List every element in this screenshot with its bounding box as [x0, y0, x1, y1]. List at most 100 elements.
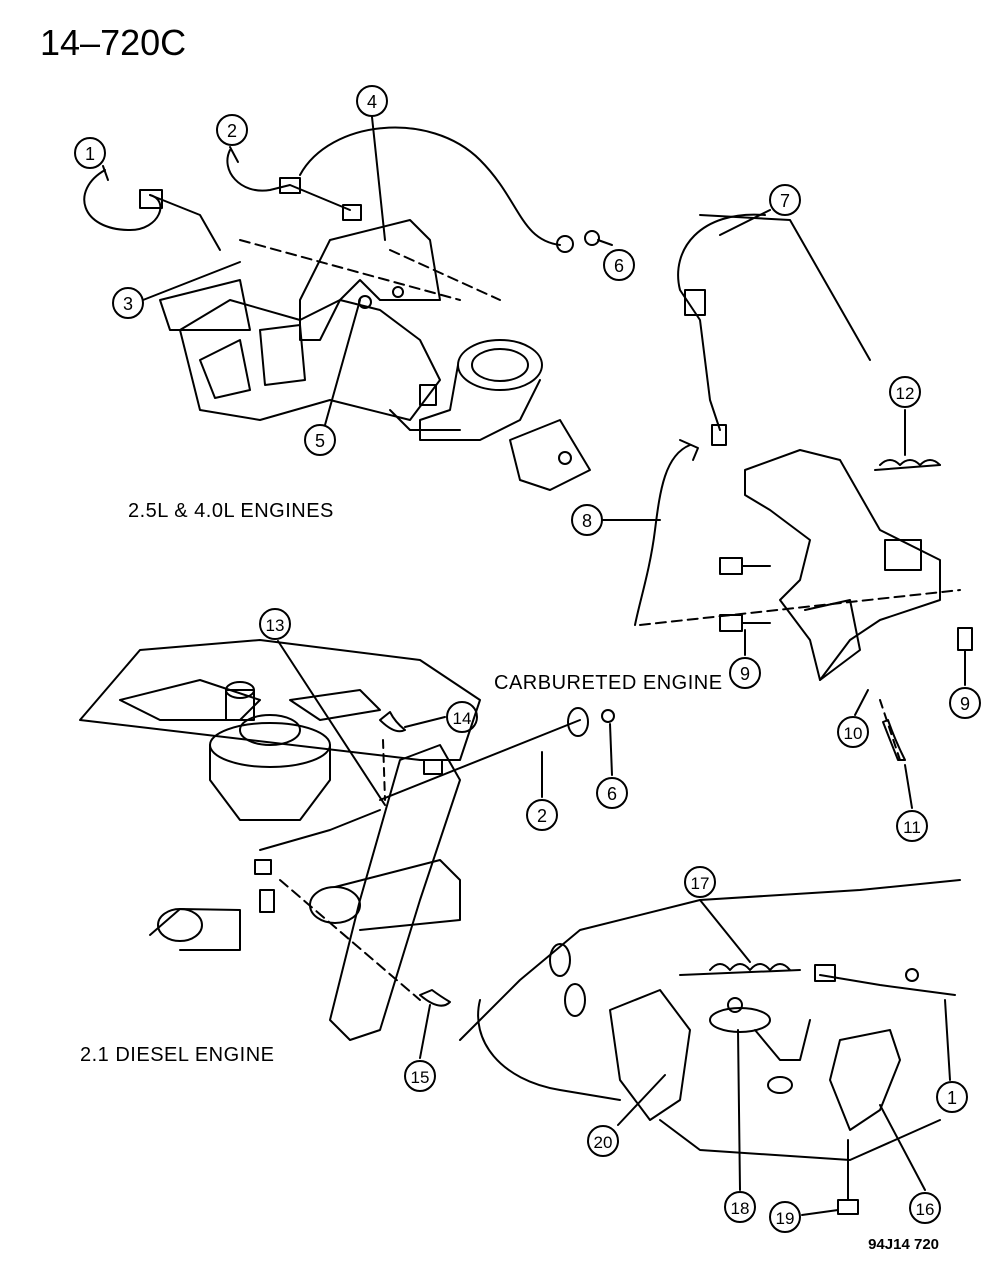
bolt-19: [837, 1199, 859, 1215]
callout-2: 2: [216, 114, 248, 146]
svg-text:12: 12: [896, 384, 915, 403]
cable-connector: [342, 204, 362, 221]
svg-text:9: 9: [740, 664, 750, 684]
leader-19: [801, 1209, 839, 1216]
housing-port: [549, 943, 571, 977]
leader-20: [617, 1074, 666, 1126]
svg-text:6: 6: [614, 256, 624, 276]
spring-17: [709, 963, 791, 971]
leader-17: [699, 899, 751, 963]
svg-text:14: 14: [453, 709, 472, 728]
engine-port: [259, 324, 306, 386]
routing-line: [389, 249, 501, 301]
cable-bracket: [299, 219, 441, 341]
linkage-part: [254, 859, 272, 875]
bolt-9: [957, 627, 973, 651]
cable-connector: [139, 189, 163, 209]
bracket-slot: [884, 539, 922, 571]
svg-text:20: 20: [594, 1133, 613, 1152]
cable-nut: [905, 968, 919, 982]
svg-text:6: 6: [607, 784, 617, 804]
leader-18: [737, 1029, 741, 1191]
leader-3: [142, 261, 241, 301]
spring-hooks: [679, 969, 801, 976]
callout-10: 10: [837, 716, 869, 748]
pump-body: [209, 744, 331, 821]
housing-bottom: [659, 1119, 941, 1161]
engine-rib: [289, 689, 381, 721]
svg-text:13: 13: [266, 616, 285, 635]
leader-14: [404, 716, 446, 728]
routing-line: [879, 699, 901, 761]
leader-1: [102, 165, 109, 181]
bracket-16: [829, 1029, 901, 1131]
gas-engine-assembly: [83, 116, 613, 491]
callout-14: 14: [446, 701, 478, 733]
callout-13: 13: [259, 608, 291, 640]
label-carbureted-engine: CARBURETED ENGINE: [494, 672, 723, 694]
svg-text:18: 18: [731, 1199, 750, 1218]
svg-text:2: 2: [537, 806, 547, 826]
leader-1-bottom: [944, 999, 951, 1081]
svg-text:16: 16: [916, 1200, 935, 1219]
callout-15: 15: [404, 1060, 436, 1092]
lever-arm: [754, 1019, 811, 1061]
rod-end: [679, 439, 699, 461]
bracket-bolt: [392, 286, 404, 298]
cable-1: [83, 169, 162, 231]
leader-16: [879, 1104, 926, 1191]
cable-end-fitting: [556, 235, 574, 253]
svg-text:5: 5: [315, 431, 325, 451]
cap-body: [225, 689, 255, 721]
bolt-9: [719, 557, 743, 575]
cylinder-body: [149, 908, 241, 951]
leader-6: [597, 239, 613, 246]
callout-8: 8: [571, 504, 603, 536]
housing-curve: [477, 999, 621, 1101]
carbureted-assembly: [602, 209, 973, 809]
cable-2: [226, 149, 351, 211]
clip-15: [419, 989, 451, 1007]
engine-detail: [509, 419, 591, 491]
leader-10: [854, 689, 869, 716]
callout-1-bottom: 1: [936, 1081, 968, 1113]
callout-12: 12: [889, 376, 921, 408]
diesel-bracket: [329, 744, 461, 1041]
clip-11: [882, 719, 906, 761]
leader-7: [719, 209, 771, 236]
label-gas-engines: 2.5L & 4.0L ENGINES: [128, 500, 334, 522]
svg-text:9: 9: [960, 694, 970, 714]
svg-text:3: 3: [123, 294, 133, 314]
leader-13: [277, 640, 386, 806]
callout-9: 9: [729, 657, 761, 689]
routing-line: [279, 879, 421, 1001]
svg-text:2: 2: [227, 121, 237, 141]
retainer: [601, 709, 615, 723]
cable-fitting: [711, 424, 727, 446]
engine-cover: [159, 279, 251, 331]
housing-port: [767, 1076, 793, 1094]
cable-fitting: [814, 964, 836, 982]
leader-2: [229, 146, 239, 163]
bolt-9: [719, 614, 743, 632]
cable-1-end: [149, 194, 221, 251]
cylinder-body: [334, 859, 461, 931]
cable-7-sheath: [699, 214, 871, 361]
bracket-hole: [423, 759, 443, 775]
routing-line: [382, 739, 386, 801]
cable-7: [677, 213, 766, 431]
callout-4: 4: [356, 85, 388, 117]
svg-text:11: 11: [903, 818, 921, 837]
figure-code: 94J14 720: [868, 1236, 939, 1253]
throttle-linkage: [389, 409, 461, 431]
stud: [558, 451, 572, 465]
rod-8: [634, 444, 691, 626]
label-diesel-engine: 2.1 DIESEL ENGINE: [80, 1044, 275, 1066]
callout-16: 16: [909, 1192, 941, 1224]
diesel-assembly: [79, 639, 615, 1059]
page-number: 14–720C: [40, 22, 187, 63]
callout-18: 18: [724, 1191, 756, 1223]
throttle-body: [457, 339, 543, 391]
callout-2-diesel: 2: [526, 799, 558, 831]
